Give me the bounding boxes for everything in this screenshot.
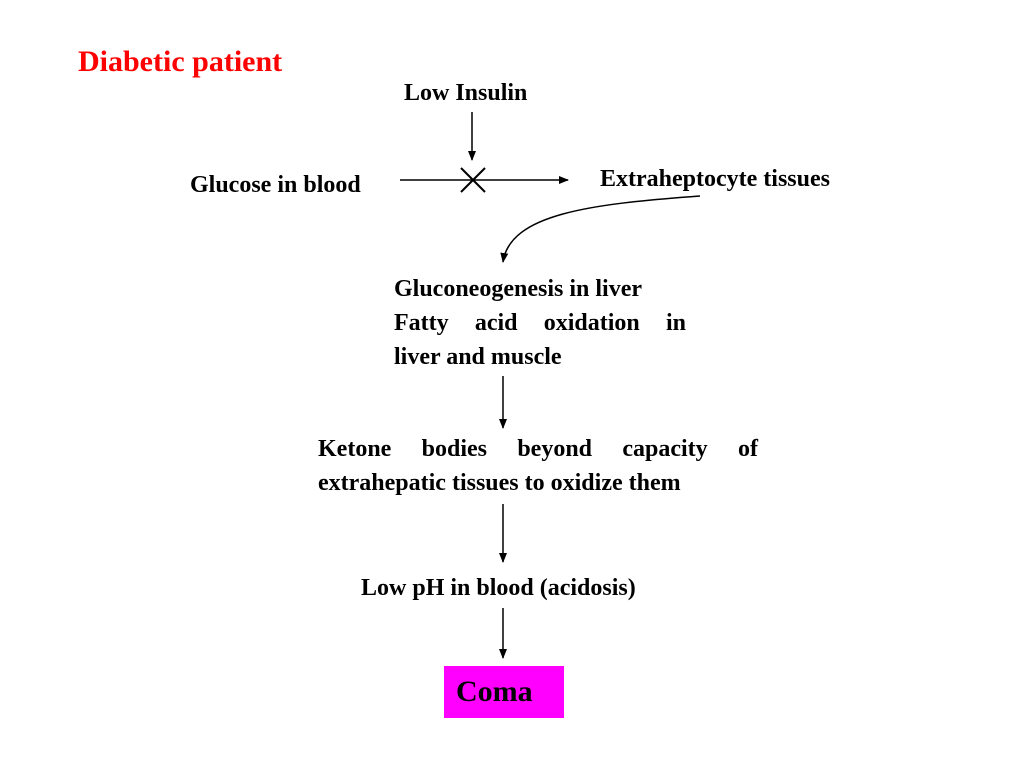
arrow-tissues-to-gluconeogenesis (500, 195, 701, 263)
ketone-line-2: extrahepatic tissues to oxidize them (318, 470, 681, 496)
ketone-line-1: Ketone bodies beyond capacity of (318, 436, 758, 462)
node-low-ph: Low pH in blood (acidosis) (361, 575, 636, 601)
node-coma: Coma (444, 666, 564, 718)
node-gluconeogenesis: Gluconeogenesis in liver Fatty acid oxid… (394, 272, 686, 374)
gluconeogenesis-line-1: Gluconeogenesis in liver (394, 276, 642, 302)
gluconeogenesis-line-2: Fatty acid oxidation in (394, 310, 686, 336)
node-extraheptocyte-tissues: Extraheptocyte tissues (600, 166, 830, 192)
node-glucose-in-blood: Glucose in blood (190, 172, 361, 198)
blocked-x-icon (460, 167, 486, 193)
node-low-insulin: Low Insulin (404, 80, 528, 106)
gluconeogenesis-line-3: liver and muscle (394, 344, 562, 370)
node-ketone-bodies: Ketone bodies beyond capacity of extrahe… (318, 432, 758, 500)
slide-title: Diabetic patient (78, 45, 283, 78)
